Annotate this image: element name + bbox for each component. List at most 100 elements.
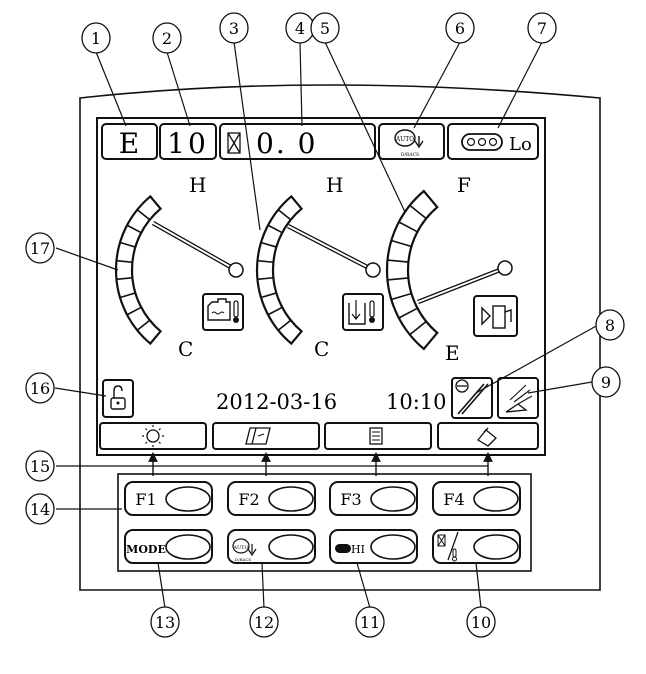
callout-number: 8 [605, 316, 615, 335]
hydraulic-oil-temperature-gauge [255, 194, 381, 346]
gauge-segment-divider [257, 259, 274, 264]
function-button-1-2[interactable]: F2 [227, 481, 316, 516]
svg-text:AUTO: AUTO [395, 136, 414, 143]
sun-settings-icon [142, 425, 164, 447]
washer-icon [497, 377, 539, 419]
gauge-segment-divider [277, 319, 292, 331]
soft-key-settings[interactable] [99, 422, 207, 450]
button-frame [432, 481, 521, 516]
callout-circle [25, 450, 55, 482]
mode-value-box [159, 123, 217, 160]
svg-text:D/RACS: D/RACS [401, 152, 419, 158]
callout-circle [25, 232, 55, 264]
svg-text:D/RACS: D/RACS [235, 557, 252, 562]
function-button-2-1[interactable]: MODE [124, 529, 213, 564]
mode-letter-box [101, 123, 158, 160]
function-button-2-4[interactable] [432, 529, 521, 564]
gauge-segment-divider [126, 306, 142, 316]
crawler-track-icon [461, 133, 503, 151]
coolant-gauge-top-label: H [189, 173, 206, 197]
function-button-2-2[interactable] [227, 529, 316, 564]
callout-number: 16 [30, 379, 50, 398]
gauge-segment-divider [136, 209, 151, 221]
list-icon [369, 427, 383, 445]
callout-9: 9 [591, 366, 621, 398]
gauge-cluster [114, 189, 513, 351]
function-button-1-4[interactable]: F4 [432, 481, 521, 516]
button-key-oval [268, 534, 314, 560]
gauge-segment-divider [267, 306, 283, 316]
monitor-housing [79, 84, 601, 591]
gauge-needle [151, 221, 238, 272]
date-display: 2012-03-16 [216, 390, 337, 414]
soft-key-maintenance[interactable] [437, 422, 539, 450]
hour-meter-value: 0. 0 [256, 127, 317, 160]
callout-15: 15 [25, 450, 55, 482]
wiper-icon [451, 377, 493, 419]
callout-8: 8 [595, 309, 625, 341]
gauge-needle-pivot [228, 262, 244, 278]
gauge-segment-divider [116, 276, 133, 281]
callout-number: 17 [30, 239, 50, 258]
engine-coolant-icon [202, 293, 244, 331]
gauge-segment-divider [126, 224, 142, 234]
button-key-oval [268, 486, 314, 512]
mode-letter: E [119, 127, 139, 160]
fuel-gauge-bottom-label: E [445, 341, 460, 365]
gauge-needle [286, 224, 375, 272]
coolant-temperature-gauge [114, 194, 244, 346]
soft-key-manual[interactable] [212, 422, 320, 450]
gauge-segment-divider [398, 307, 418, 319]
callout-circle [466, 606, 496, 638]
callout-number: 11 [360, 613, 380, 632]
soft-key-list[interactable] [324, 422, 432, 450]
crawler-hi-icon: HI [335, 543, 365, 556]
gauge-segment-divider [398, 221, 418, 233]
gauge-segment-divider [409, 204, 427, 220]
callout-7: 7 [527, 12, 557, 44]
soft-key-row [99, 422, 539, 450]
callout-circle [150, 606, 180, 638]
callout-number: 15 [30, 457, 50, 476]
hour-meter-box [219, 123, 376, 160]
gauge-segment-divider [387, 277, 409, 281]
lock-open-icon [102, 379, 134, 418]
button-key-oval [473, 486, 519, 512]
function-button-1-1[interactable]: F1 [124, 481, 213, 516]
lcd-screen [96, 117, 546, 456]
callout-circle [310, 12, 340, 44]
callout-number: 2 [162, 29, 172, 48]
button-label: F2 [238, 490, 259, 509]
gauge-segment-divider [260, 241, 277, 248]
callout-10: 10 [466, 606, 496, 638]
hydraulic-gauge-top-label: H [326, 173, 343, 197]
button-key-oval [370, 534, 416, 560]
gauge-scale-arc [255, 194, 304, 346]
callout-circle [152, 22, 182, 54]
hourglass-slash-thermometer-icon [437, 531, 459, 562]
callout-number: 4 [295, 19, 305, 38]
button-key-oval [370, 486, 416, 512]
function-button-2-3[interactable] [329, 529, 418, 564]
callout-2: 2 [152, 22, 182, 54]
top-status-bar: E 10 0. 0 AUTO D/RACS Lo [101, 123, 539, 160]
callout-6: 6 [445, 12, 475, 44]
callout-number: 5 [320, 19, 330, 38]
button-frame [124, 481, 213, 516]
coolant-gauge-bottom-label: C [178, 337, 193, 361]
button-frame [227, 529, 316, 564]
button-key-oval [165, 534, 211, 560]
callout-number: 3 [229, 19, 239, 38]
callout-circle [445, 12, 475, 44]
gauge-needle-pivot [497, 260, 513, 276]
button-key-oval [165, 486, 211, 512]
function-button-1-3[interactable]: F3 [329, 481, 418, 516]
gauge-segment-divider [119, 241, 136, 248]
travel-speed-label: Lo [509, 134, 532, 155]
hourglass-icon [227, 132, 241, 154]
auto-decel-icon: AUTO D/RACS [394, 129, 424, 158]
callout-1: 1 [81, 22, 111, 54]
auto-decel-button-icon: AUTO D/RACS [232, 538, 257, 562]
button-label: MODE [126, 543, 166, 556]
